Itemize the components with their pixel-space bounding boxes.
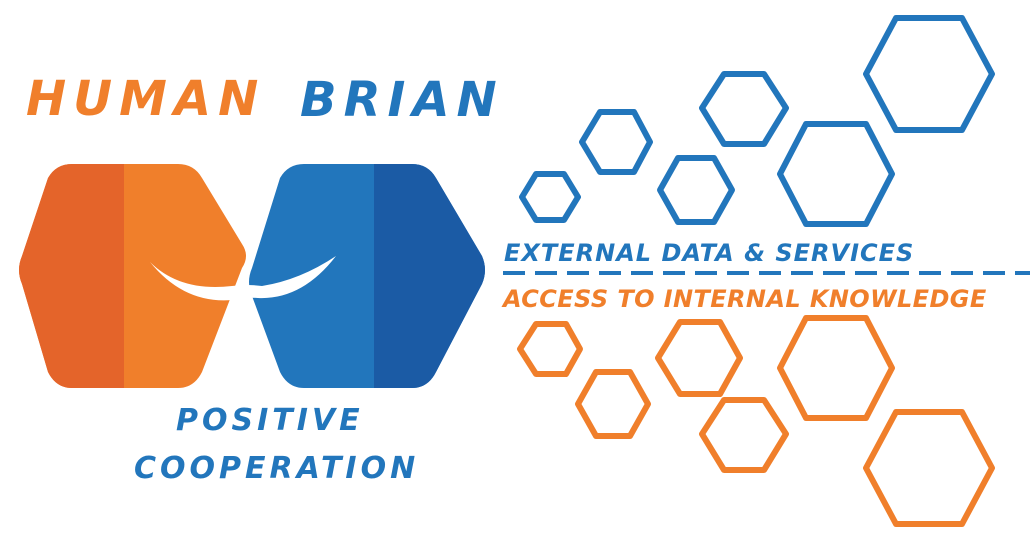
orange-hexagon-icon xyxy=(863,409,995,527)
orange-hexagon-icon xyxy=(517,321,583,377)
human-title: HUMAN xyxy=(26,71,265,127)
orange-hexagon-icon xyxy=(777,315,895,421)
human-hexagon-icon xyxy=(19,164,246,388)
orange-hexagon-icon xyxy=(655,319,743,397)
cooperation-line1: POSITIVE xyxy=(176,403,364,438)
internal-label: ACCESS TO INTERNAL KNOWLEDGE xyxy=(501,285,987,313)
blue-hexagon-icon xyxy=(699,71,789,147)
external-label: EXTERNAL DATA & SERVICES xyxy=(504,239,914,267)
blue-hexagon-icon xyxy=(579,109,653,175)
orange-hexagon-icon xyxy=(699,397,789,473)
orange-hexagon-cluster xyxy=(517,315,995,527)
blue-hexagon-icon xyxy=(657,155,735,225)
blue-hexagon-cluster xyxy=(519,15,995,227)
brian-hexagon-icon xyxy=(249,164,485,388)
blue-hexagon-icon xyxy=(863,15,995,133)
cooperation-line2: COOPERATION xyxy=(134,451,419,486)
orange-hexagon-icon xyxy=(575,369,651,439)
brian-title: BRIAN xyxy=(300,72,504,128)
smile-arc-icon xyxy=(150,256,336,301)
blue-hexagon-icon xyxy=(777,121,895,227)
blue-hexagon-icon xyxy=(519,171,581,223)
